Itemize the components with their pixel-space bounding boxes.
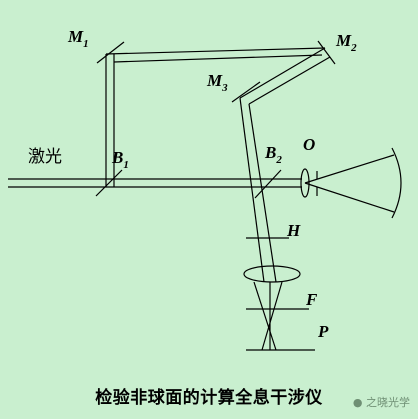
- aspheric-surface: [391, 147, 402, 219]
- test-cone: [304, 154, 395, 184]
- label-b2: B2: [264, 143, 282, 166]
- reference-arm-top: [113, 54, 323, 63]
- focused-beam: [253, 281, 277, 351]
- watermark: ● 之晓光学: [352, 396, 410, 409]
- label-f: F: [305, 290, 318, 309]
- mirror-m1: [96, 41, 125, 64]
- label-p: P: [317, 322, 329, 341]
- label-o: O: [303, 135, 315, 154]
- output-beam: [248, 103, 277, 283]
- label-b1: B1: [111, 148, 129, 171]
- label-m1: M1: [67, 27, 89, 50]
- objective-lens-o: [300, 168, 310, 198]
- test-cone: [304, 182, 395, 213]
- reference-arm-diagonal: [239, 47, 326, 99]
- mirror-m3: [231, 81, 261, 103]
- focused-beam: [261, 281, 283, 351]
- reference-arm-top: [105, 47, 326, 55]
- beam-splitter-b1: [95, 169, 123, 197]
- label-m3: M3: [206, 71, 228, 94]
- reference-arm-diagonal: [248, 56, 331, 105]
- watermark-icon: ●: [352, 396, 366, 409]
- label-h: H: [286, 221, 301, 240]
- diagram-caption: 检验非球面的计算全息干涉仪: [95, 388, 323, 408]
- mirror-m2: [317, 40, 336, 65]
- output-beam: [239, 97, 265, 283]
- label-laser: 激光: [28, 147, 62, 167]
- label-m2: M2: [335, 31, 357, 54]
- beam-splitter-b2: [254, 169, 282, 199]
- imaging-lens: [243, 265, 301, 283]
